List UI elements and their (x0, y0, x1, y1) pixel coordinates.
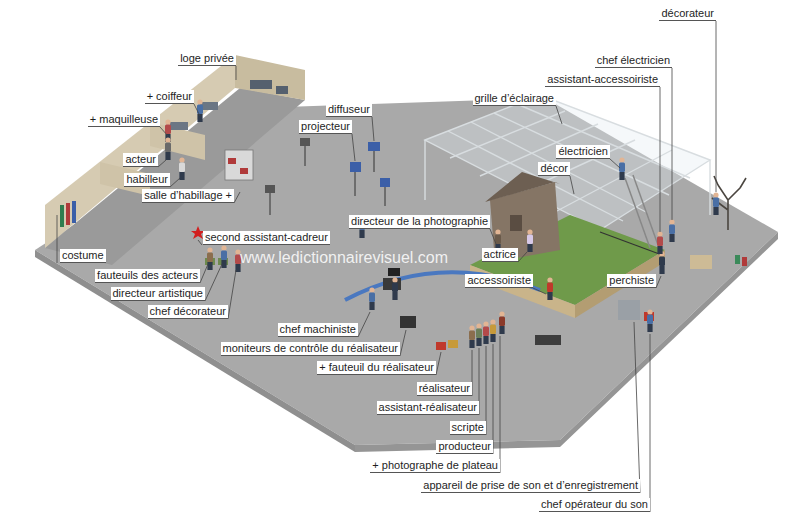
director-chair (436, 342, 446, 350)
sofa (250, 80, 272, 89)
costume (66, 203, 70, 225)
crew-figures (165, 99, 719, 348)
part-label: scripte (450, 421, 486, 435)
part-label: assistant-réalisateur (377, 401, 479, 415)
part-label: diffuseur (326, 103, 372, 117)
part-label: appareil de prise de son et d’enregistre… (421, 479, 640, 493)
part-label: loge privée (178, 52, 236, 66)
leader-lines (57, 21, 716, 512)
part-label: acteur (123, 153, 158, 167)
shack-door (510, 215, 522, 231)
part-label: décorateur (659, 7, 716, 21)
director-chair (448, 340, 458, 348)
part-label: assistant-accessoiriste (545, 73, 660, 87)
room-wall (45, 55, 235, 248)
camera (388, 268, 400, 276)
part-label: grille d’éclairage (473, 92, 557, 106)
part-label: moniteurs de contrôle du réalisateur (221, 342, 400, 356)
part-label: chef opérateur du son (539, 498, 650, 512)
part-label: réalisateur (417, 382, 472, 396)
part-label: directeur de la photographie (349, 215, 490, 229)
studio-lights (265, 138, 390, 215)
spotlight (265, 185, 275, 193)
table (535, 335, 561, 345)
sound-cart (618, 300, 640, 320)
spotlight (300, 138, 310, 146)
part-label: + fauteuil du réalisateur (317, 361, 436, 375)
spotlight (350, 162, 361, 172)
part-label: projecteur (299, 120, 352, 134)
makeup-table (170, 122, 188, 130)
part-label: costume (60, 249, 106, 263)
part-label: producteur (436, 440, 493, 454)
tree (712, 176, 746, 230)
part-label: chef électricien (595, 54, 672, 68)
equipment-rack (225, 150, 253, 180)
part-label: accessoiriste (465, 274, 533, 288)
part-label: perchiste (607, 274, 656, 288)
part-label: chef machiniste (278, 323, 358, 337)
part-label: décor (538, 162, 570, 176)
partition-wall (150, 122, 205, 160)
costume (72, 201, 76, 223)
spotlight (380, 178, 390, 187)
part-label: actrice (482, 248, 518, 262)
part-label: + coiffeur (145, 90, 194, 104)
part-label: chef décorateur (148, 305, 228, 319)
paint-can (735, 255, 740, 264)
equipment-case (240, 168, 248, 174)
shack-roof (485, 172, 560, 202)
room-wall (235, 55, 305, 100)
part-label: + maquilleuse (88, 113, 160, 127)
diffuser (368, 142, 380, 151)
prop-box (690, 255, 712, 269)
part-label: salle d’habillage + (142, 189, 234, 203)
paint-can (742, 257, 747, 266)
part-label: second assistant-cadreur (203, 231, 330, 245)
armchair (276, 86, 288, 94)
part-label: + photographe de plateau (370, 459, 500, 473)
equipment-case (228, 158, 236, 164)
part-label: électricien (556, 145, 610, 159)
watermark: www.ledictionnairevisuel.com (240, 249, 448, 267)
ladder (633, 175, 658, 245)
part-label: habilleur (124, 173, 170, 187)
costume (60, 205, 64, 227)
control-monitors (400, 316, 416, 328)
part-label: fauteuils des acteurs (95, 269, 200, 283)
part-label: directeur artistique (111, 287, 206, 301)
set-decor (470, 172, 747, 318)
boom-pole (600, 232, 662, 255)
